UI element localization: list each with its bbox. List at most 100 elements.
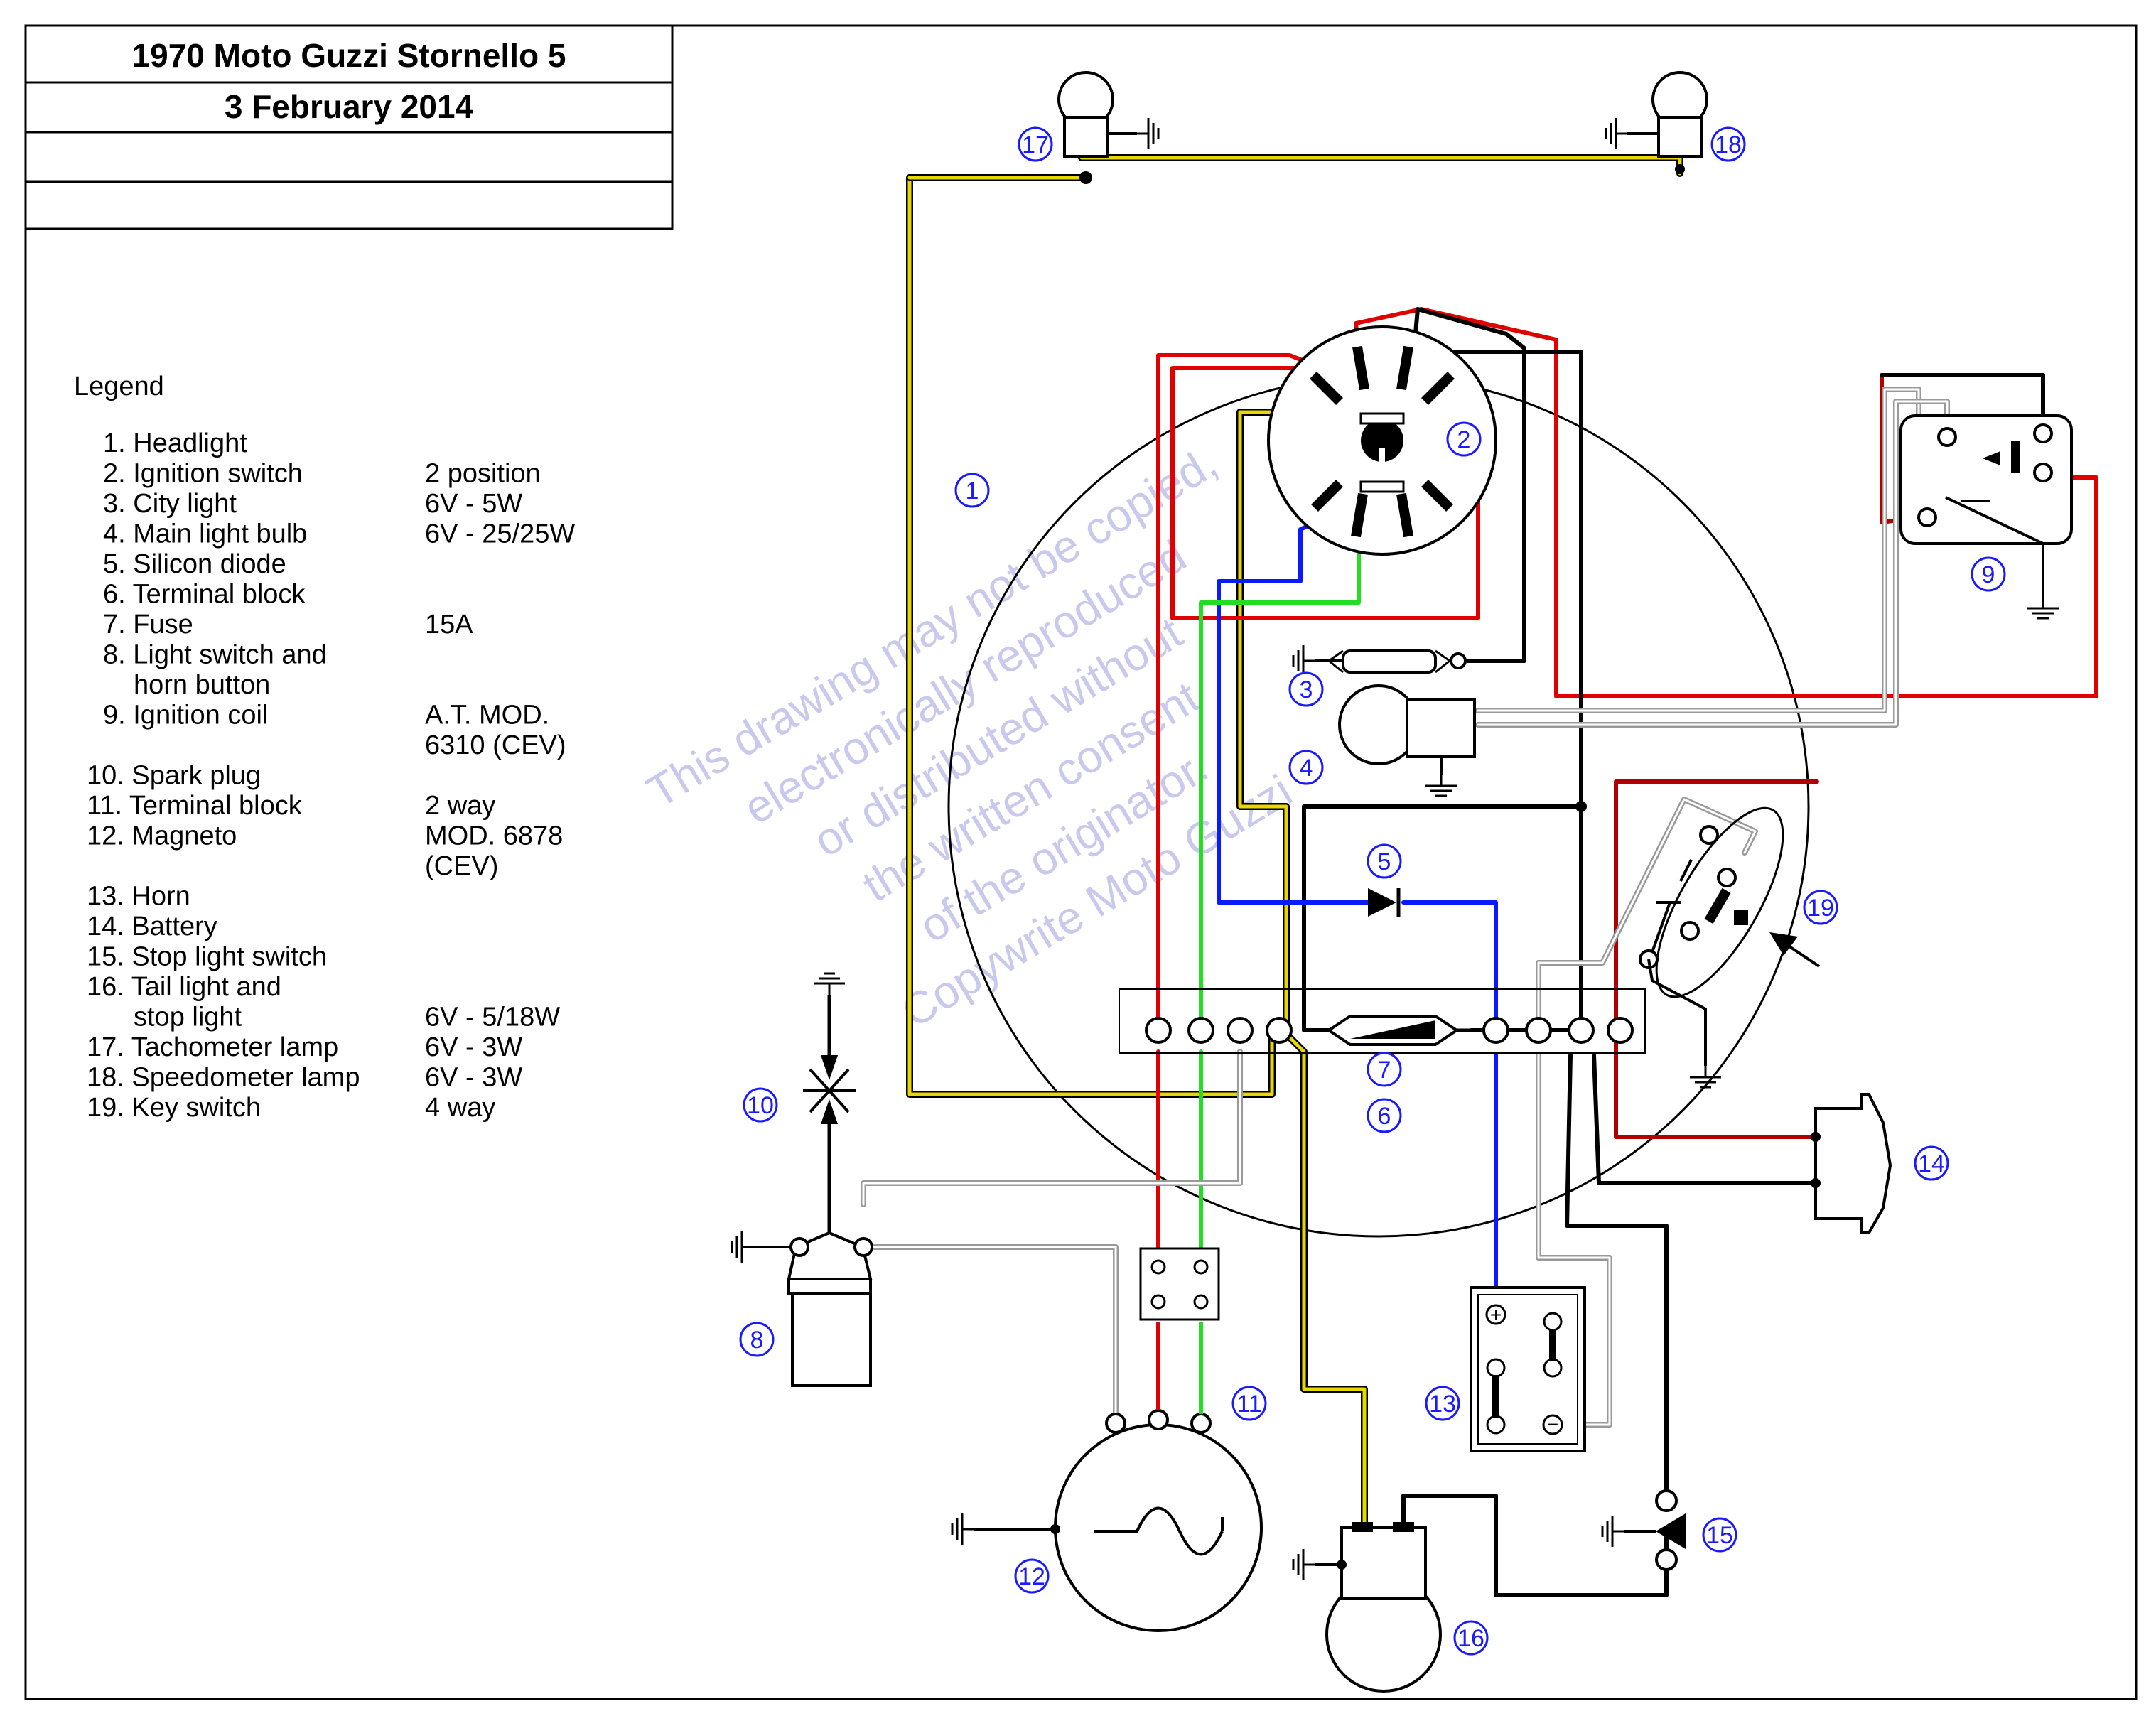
legend-item-name: stop light: [134, 1003, 242, 1032]
legend-item-name: 17. Tachometer lamp: [87, 1032, 338, 1062]
label-19: 19: [1803, 890, 1838, 925]
legend-item-spec: A.T. MOD.: [425, 701, 549, 730]
legend-heading: Legend: [74, 372, 164, 401]
diagram-date: 3 February 2014: [225, 88, 474, 125]
legend-item-spec: 6V - 3W: [425, 1032, 522, 1062]
label-3: 3: [1288, 671, 1324, 707]
svg-text:3: 3: [1300, 676, 1313, 703]
label-4: 4: [1288, 750, 1324, 785]
legend-item-spec: 4 way: [425, 1093, 495, 1123]
legend-item-name: 3. City light: [103, 489, 237, 519]
svg-text:12: 12: [1018, 1563, 1045, 1590]
magneto: [951, 1322, 1263, 1632]
label-18: 18: [1710, 126, 1746, 162]
silicon-diode: [1368, 888, 1401, 917]
svg-text:16: 16: [1457, 1625, 1484, 1652]
legend-item-name: 8. Light switch and: [103, 640, 327, 670]
spark-plug: [803, 972, 856, 1236]
svg-text:+: +: [1490, 1304, 1502, 1326]
page-border: [24, 24, 2138, 1700]
horn: + −: [1470, 1286, 1586, 1452]
legend-item-spec: MOD. 6878: [425, 821, 563, 851]
svg-text:5: 5: [1378, 848, 1391, 875]
svg-text:6: 6: [1378, 1103, 1391, 1130]
label-5: 5: [1367, 843, 1402, 879]
stop-light-switch: [1601, 1489, 1686, 1571]
light-switch-horn-button: [731, 1230, 873, 1387]
legend-item-name: 4. Main light bulb: [103, 519, 307, 549]
legend-item-spec: 2 way: [425, 791, 495, 821]
svg-text:−: −: [1547, 1413, 1558, 1435]
tail-stop-light: [1292, 1522, 1442, 1693]
legend-item-name: 5. Silicon diode: [103, 549, 286, 579]
svg-text:15: 15: [1706, 1522, 1733, 1549]
label-13: 13: [1425, 1386, 1460, 1421]
legend-item-name: 6. Terminal block: [103, 580, 306, 610]
ignition-switch: [1267, 325, 1497, 556]
legend-item-spec: 15A: [425, 610, 473, 640]
grey-wires: [861, 387, 1950, 1428]
legend-item-name: 12. Magneto: [87, 821, 237, 851]
battery: [1811, 1093, 1892, 1234]
legend-item-name: 1. Headlight: [103, 428, 247, 458]
svg-text:4: 4: [1300, 755, 1313, 782]
legend-item-name: 10. Spark plug: [87, 761, 261, 791]
legend-item-name: 9. Ignition coil: [103, 701, 268, 730]
battery-positive-wire: [1614, 779, 1819, 1139]
svg-text:18: 18: [1715, 131, 1742, 158]
svg-text:7: 7: [1378, 1057, 1391, 1084]
tachometer-lamp: [1057, 71, 1160, 184]
legend-item-name: 14. Battery: [87, 912, 217, 941]
label-1: 1: [954, 473, 990, 508]
svg-text:8: 8: [750, 1327, 764, 1354]
label-16: 16: [1453, 1620, 1489, 1656]
legend-item-spec: 6V - 25/25W: [425, 519, 575, 549]
svg-text:17: 17: [1022, 131, 1049, 158]
green-wires: [1199, 534, 1361, 1274]
key-switch: [1639, 806, 1821, 1089]
svg-text:9: 9: [1982, 561, 1995, 588]
legend-item-spec: 2 position: [425, 459, 541, 489]
main-light-bulb: [1338, 684, 1476, 797]
svg-text:10: 10: [747, 1092, 774, 1119]
label-17: 17: [1018, 126, 1053, 162]
label-9: 9: [1971, 556, 2006, 592]
two-way-terminal-block: [1139, 1247, 1220, 1321]
svg-text:11: 11: [1236, 1391, 1261, 1418]
legend-item-spec: 6310 (CEV): [425, 730, 566, 760]
label-11: 11: [1231, 1386, 1267, 1421]
legend-item-spec: 6V - 5W: [425, 489, 522, 519]
title-block: 1970 Moto Guzzi Stornello 5 3 February 2…: [24, 24, 674, 230]
label-7: 7: [1367, 1052, 1402, 1087]
label-2: 2: [1446, 421, 1482, 457]
legend-item-spec: (CEV): [425, 851, 498, 881]
legend-item-name: 2. Ignition switch: [103, 459, 303, 489]
city-light: [1292, 644, 1467, 678]
legend-item-name: horn button: [134, 670, 270, 700]
svg-text:1: 1: [966, 477, 979, 504]
svg-text:13: 13: [1429, 1391, 1456, 1418]
legend-item-name: 13. Horn: [87, 882, 190, 912]
svg-text:19: 19: [1807, 895, 1834, 922]
label-12: 12: [1014, 1558, 1050, 1594]
label-14: 14: [1914, 1145, 1949, 1181]
legend-item-name: 7. Fuse: [103, 610, 193, 640]
label-10: 10: [743, 1087, 778, 1123]
diagram-title: 1970 Moto Guzzi Stornello 5: [132, 37, 566, 74]
label-15: 15: [1702, 1517, 1737, 1553]
legend-item-name: 11. Terminal block: [87, 791, 303, 821]
watermark: This drawing may not be copied, electron…: [638, 436, 1300, 1037]
component-number-labels: 1 2 3 4 5 6 7 8 9 10 11 12 13 14 15 16 1…: [739, 126, 2006, 1656]
svg-text:14: 14: [1918, 1150, 1945, 1177]
svg-text:2: 2: [1457, 426, 1471, 453]
blue-wires: [1217, 506, 1498, 1313]
legend-item-name: 15. Stop light switch: [87, 942, 327, 972]
legend-item-spec: 6V - 3W: [425, 1063, 522, 1093]
legend-item-name: 19. Key switch: [87, 1093, 261, 1123]
legend-item-name: 16. Tail light and: [87, 972, 281, 1002]
legend-item-name: 18. Speedometer lamp: [87, 1063, 360, 1093]
label-6: 6: [1367, 1098, 1402, 1133]
